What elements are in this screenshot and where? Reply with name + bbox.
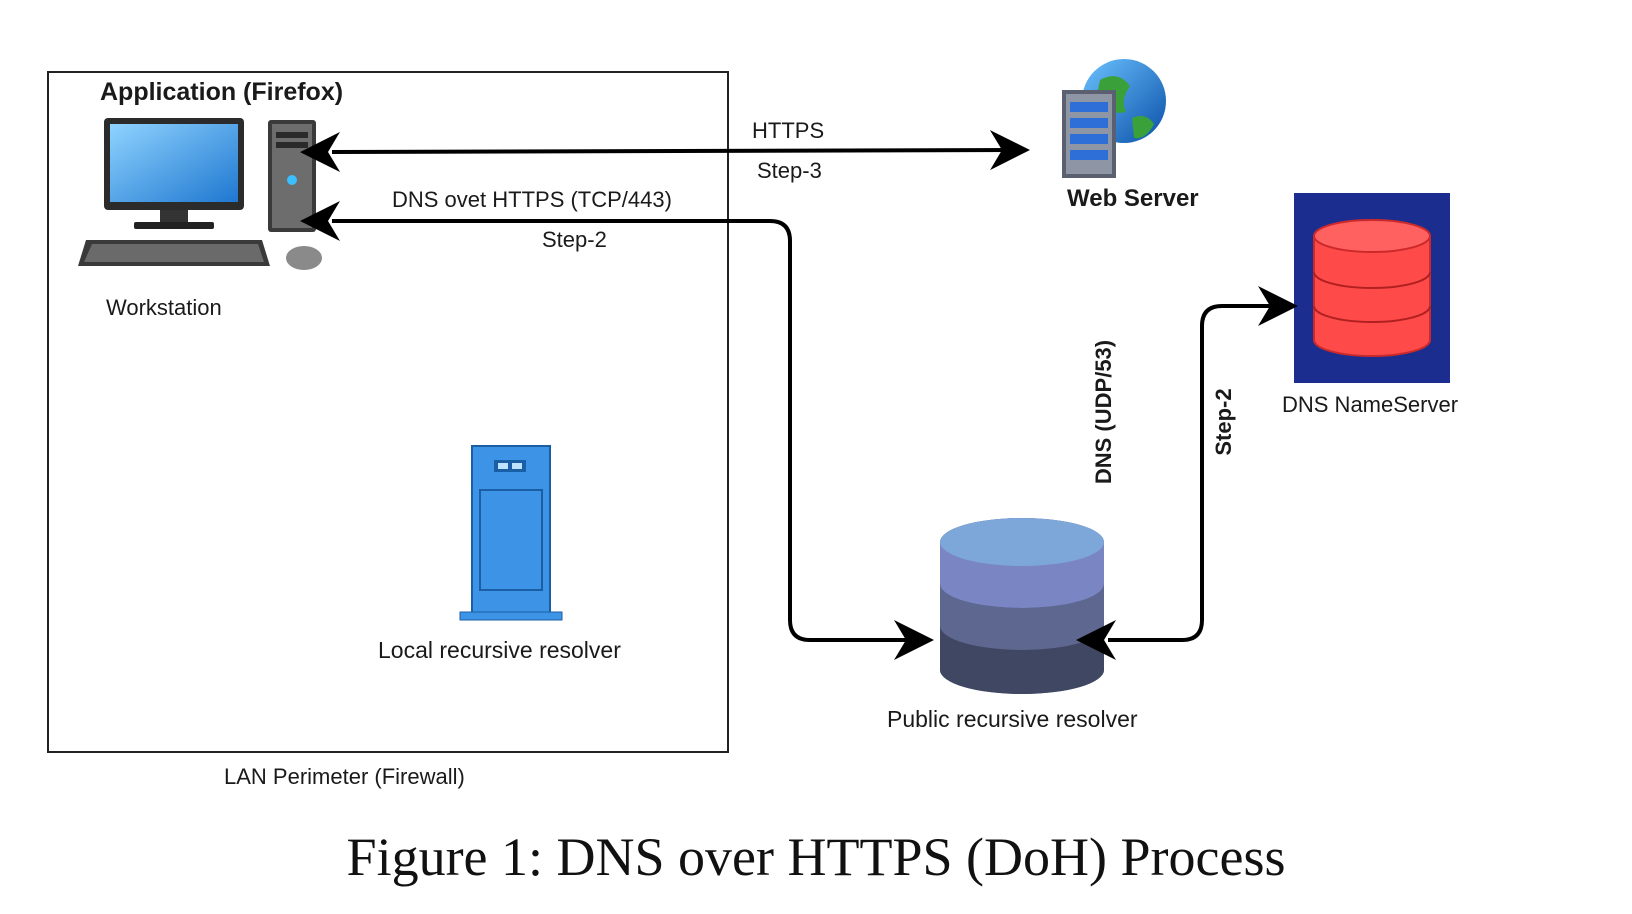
https-arrow <box>300 130 1030 172</box>
dns-udp-step-label: Step-2 <box>1211 388 1236 456</box>
web-server-label: Web Server <box>1067 185 1199 212</box>
dns-udp-arrow <box>1076 286 1298 660</box>
desktop-computer-icon <box>78 118 322 270</box>
doh-label: DNS ovet HTTPS (TCP/443) <box>392 187 672 212</box>
https-step-label: Step-3 <box>757 158 822 183</box>
dns-udp-label: DNS (UDP/53) <box>1091 339 1116 485</box>
public-resolver-label: Public recursive resolver <box>887 706 1138 732</box>
database-stack-icon <box>940 518 1104 694</box>
server-tower-icon <box>459 445 563 621</box>
doh-arrow <box>300 201 934 660</box>
https-label: HTTPS <box>752 118 825 143</box>
database-icon <box>1294 193 1450 383</box>
lan-perimeter-label: LAN Perimeter (Firewall) <box>224 764 465 789</box>
dns-nameserver-label: DNS NameServer <box>1282 392 1459 417</box>
web-server-globe-icon <box>1062 59 1166 178</box>
figure-caption: Figure 1: DNS over HTTPS (DoH) Process <box>346 827 1286 887</box>
workstation-label: Workstation <box>106 295 222 320</box>
local-resolver-label: Local recursive resolver <box>378 637 621 663</box>
application-label: Application (Firefox) <box>100 78 344 106</box>
doh-step-label: Step-2 <box>542 227 607 252</box>
